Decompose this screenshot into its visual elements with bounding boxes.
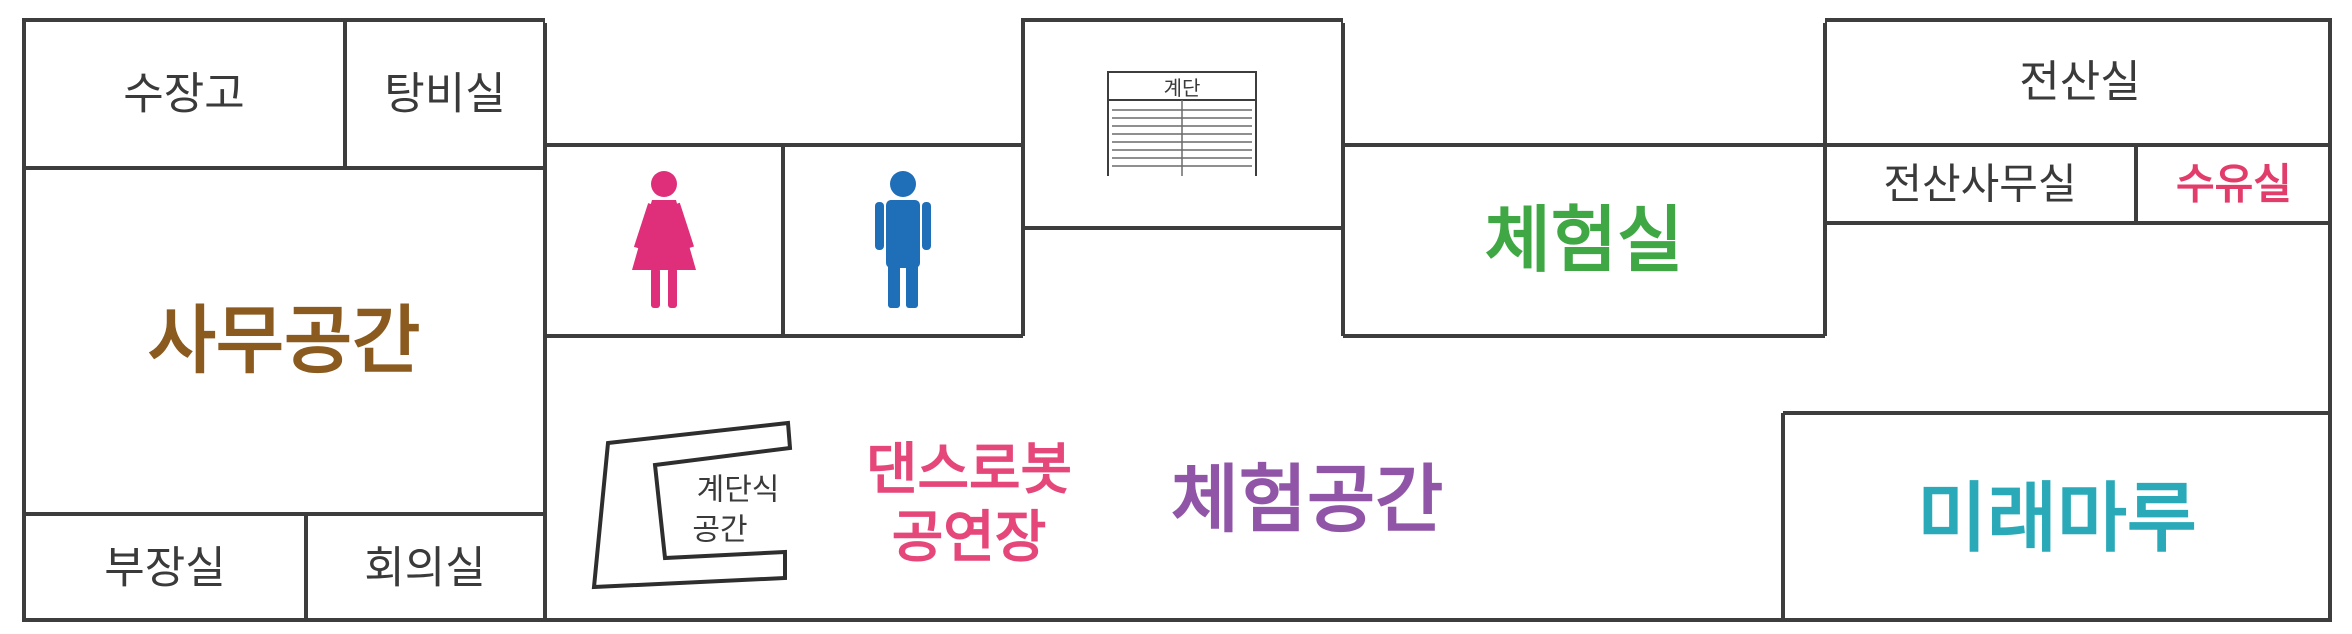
room-label-it-room: 전산실 bbox=[2019, 57, 2140, 108]
male-restroom-icon bbox=[875, 171, 931, 308]
room-label-it-office: 전산사무실 bbox=[1883, 160, 2076, 209]
dance-robot-label-line2: 공연장 bbox=[892, 506, 1047, 571]
stairs-icon bbox=[1104, 71, 1260, 182]
stair-space-label-line1: 계단식 bbox=[697, 473, 780, 508]
female-restroom-icon bbox=[632, 171, 696, 308]
walls bbox=[22, 17, 2332, 622]
room-label-meeting-room: 회의실 bbox=[364, 543, 485, 594]
stair-space-label-line2: 공간 bbox=[692, 513, 747, 548]
room-label-experience-room: 체험실 bbox=[1485, 198, 1684, 282]
stairs-label: 계단 bbox=[1164, 76, 1201, 100]
dance-robot-label-line1: 댄스로봇 bbox=[866, 438, 1072, 503]
room-label-mirae-maru: 미래마루 bbox=[1917, 474, 2197, 563]
room-label-storage: 수장고 bbox=[123, 69, 244, 120]
room-label-nursing-room: 수유실 bbox=[2176, 160, 2292, 209]
room-label-manager-room: 부장실 bbox=[104, 543, 225, 594]
room-label-experience-space: 체험공간 bbox=[1171, 457, 1443, 543]
room-label-kitchenette: 탕비실 bbox=[384, 69, 505, 120]
room-label-office-space: 사무공간 bbox=[148, 298, 420, 384]
stair-space-outline bbox=[591, 420, 793, 590]
